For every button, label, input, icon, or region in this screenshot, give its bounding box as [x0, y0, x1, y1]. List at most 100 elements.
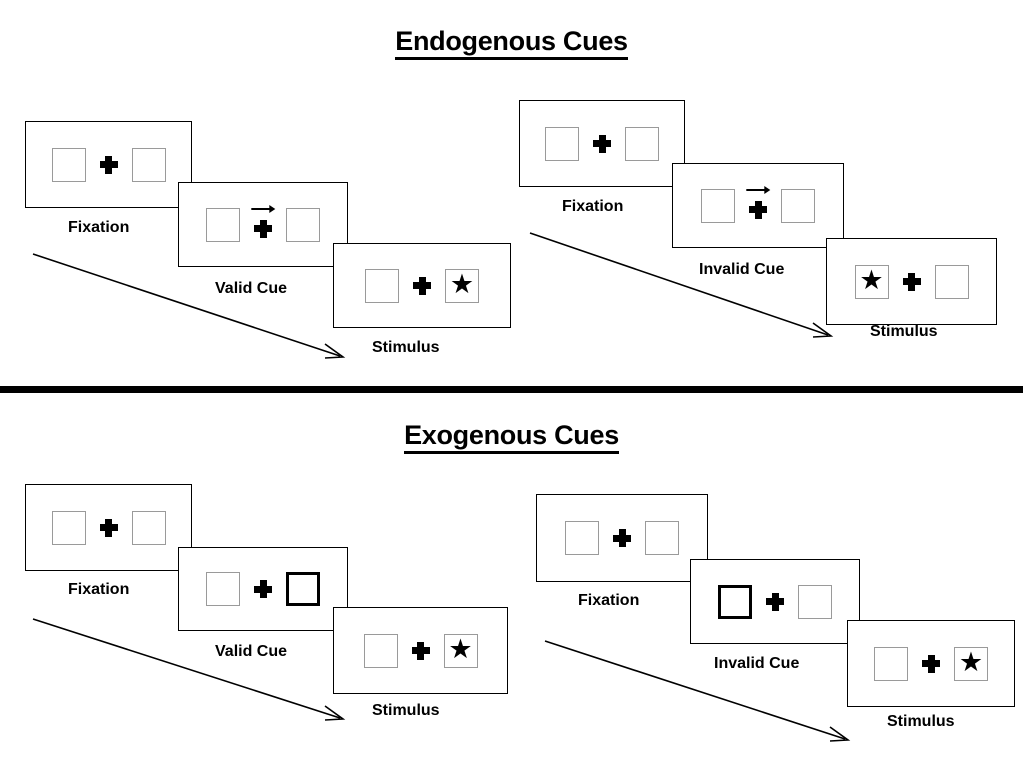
fixation-cross-icon	[922, 654, 940, 673]
target-box-right[interactable]: ★	[443, 633, 478, 668]
fixation-cross-area	[398, 631, 444, 671]
section-title-exogenous: Exogenous Cues	[0, 420, 1023, 454]
trial-frame-exo-invalid-stimulus[interactable]: ★	[847, 620, 1015, 707]
frame-content	[179, 569, 347, 609]
target-box-left[interactable]	[545, 126, 579, 161]
target-box-left[interactable]	[701, 188, 735, 223]
target-box-left[interactable]	[363, 633, 398, 668]
section-title-endogenous-text: Endogenous Cues	[395, 26, 628, 60]
target-box-right-cued[interactable]	[286, 572, 320, 606]
target-box-left[interactable]	[365, 268, 399, 303]
frame-content: ★	[334, 631, 507, 671]
trial-frame-exo-valid-stimulus[interactable]: ★	[333, 607, 508, 694]
section-title-exogenous-text: Exogenous Cues	[404, 420, 619, 454]
trial-frame-endo-valid-cue[interactable]	[178, 182, 348, 267]
fixation-cross-area	[735, 185, 781, 226]
target-box-right[interactable]	[625, 126, 659, 161]
fixation-cross-area	[399, 266, 445, 306]
target-box-left[interactable]	[874, 646, 908, 681]
target-box-right[interactable]	[131, 510, 166, 545]
section-divider	[0, 386, 1023, 393]
fixation-cross-icon	[413, 276, 431, 295]
trial-frame-endo-invalid-stimulus[interactable]: ★	[826, 238, 997, 325]
trial-frame-exo-invalid-fixation[interactable]	[536, 494, 708, 582]
fixation-cross-icon	[411, 641, 430, 660]
frame-content	[691, 582, 859, 622]
sequence-flow-arrow-exo-invalid	[544, 640, 851, 742]
fixation-cross-area	[908, 644, 954, 684]
target-box-left[interactable]	[565, 521, 599, 555]
frame-content	[26, 508, 191, 548]
target-box-left[interactable]	[51, 147, 86, 182]
sequence-flow-arrow-endo-invalid	[529, 232, 834, 338]
sequence-flow-arrow-endo-valid	[32, 253, 346, 359]
fixation-cross-icon	[254, 580, 272, 598]
caption-endo-invalid-fixation: Fixation	[562, 198, 624, 215]
frame-content: ★	[848, 644, 1014, 684]
fixation-cross-area	[240, 569, 286, 609]
fixation-cross-icon	[99, 155, 118, 174]
fixation-cross-area	[889, 262, 935, 302]
target-box-left[interactable]: ★	[854, 264, 889, 299]
arrow-shaft	[251, 207, 272, 210]
arrow-right-cue-icon	[251, 204, 277, 215]
caption-exo-invalid-cue: Invalid Cue	[714, 655, 800, 672]
star-target-icon: ★	[958, 647, 984, 677]
trial-frame-endo-invalid-fixation[interactable]	[519, 100, 685, 187]
trial-frame-endo-valid-stimulus[interactable]: ★	[333, 243, 511, 328]
target-box-left[interactable]	[206, 207, 240, 242]
section-title-endogenous: Endogenous Cues	[0, 26, 1023, 60]
target-box-right[interactable]	[286, 207, 320, 242]
target-box-right[interactable]: ★	[954, 646, 988, 681]
frame-content	[537, 518, 707, 558]
fixation-cross-icon	[766, 592, 784, 611]
caption-endo-invalid-stimulus: Stimulus	[870, 323, 938, 340]
frame-content: ★	[334, 266, 510, 306]
target-box-right[interactable]	[645, 521, 679, 555]
caption-endo-invalid-cue: Invalid Cue	[699, 261, 785, 278]
frame-content	[179, 204, 347, 245]
fixation-cross-icon	[613, 529, 631, 547]
caption-endo-valid-cue: Valid Cue	[215, 280, 288, 297]
caption-exo-invalid-stimulus: Stimulus	[887, 713, 955, 730]
caption-endo-valid-stimulus: Stimulus	[372, 339, 440, 356]
fixation-cross-icon	[593, 134, 611, 153]
fixation-cross-icon	[254, 219, 272, 238]
sequence-flow-arrow-exo-valid	[32, 618, 346, 721]
fixation-cross-area	[86, 145, 132, 185]
fixation-cross-icon	[749, 200, 767, 219]
caption-exo-valid-stimulus: Stimulus	[372, 702, 440, 719]
trial-frame-endo-valid-fixation[interactable]	[25, 121, 192, 208]
arrow-head	[764, 185, 771, 194]
caption-exo-valid-fixation: Fixation	[68, 581, 130, 598]
target-box-right[interactable]	[131, 147, 166, 182]
star-target-icon: ★	[449, 269, 475, 299]
frame-content	[26, 145, 191, 185]
frame-content	[520, 124, 684, 164]
target-box-left-cued[interactable]	[718, 584, 752, 619]
trial-frame-exo-valid-cue[interactable]	[178, 547, 348, 631]
fixation-cross-area	[752, 582, 798, 622]
target-box-right[interactable]	[934, 264, 969, 299]
star-target-icon: ★	[859, 265, 884, 295]
target-box-right[interactable]	[781, 188, 815, 223]
fixation-cross-area	[599, 518, 645, 558]
target-box-right[interactable]	[798, 584, 832, 619]
target-box-left[interactable]	[206, 572, 240, 606]
frame-content	[673, 185, 843, 226]
star-target-icon: ★	[448, 634, 473, 664]
trial-frame-exo-valid-fixation[interactable]	[25, 484, 192, 571]
caption-exo-valid-cue: Valid Cue	[215, 643, 288, 660]
caption-exo-invalid-fixation: Fixation	[578, 592, 640, 609]
frame-content: ★	[827, 262, 996, 302]
fixation-cross-icon	[99, 518, 118, 537]
fixation-cross-area	[579, 124, 625, 164]
arrow-right-cue-icon	[746, 185, 772, 196]
fixation-cross-area	[86, 508, 132, 548]
trial-frame-endo-invalid-cue[interactable]	[672, 163, 844, 248]
caption-endo-valid-fixation: Fixation	[68, 219, 130, 236]
target-box-left[interactable]	[51, 510, 86, 545]
trial-frame-exo-invalid-cue[interactable]	[690, 559, 860, 644]
target-box-right[interactable]: ★	[445, 268, 479, 303]
